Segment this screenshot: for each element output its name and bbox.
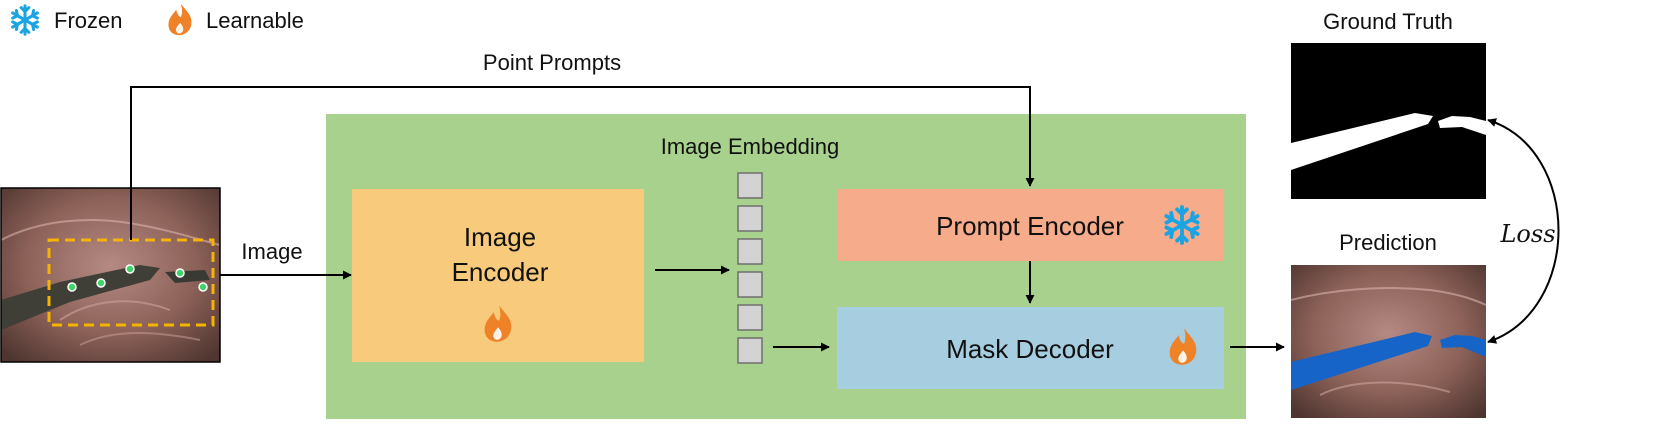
legend-learnable-label: Learnable	[206, 8, 304, 33]
image-encoder-block: Image Encoder	[352, 189, 644, 362]
prompt-encoder-block: Prompt Encoder	[837, 189, 1224, 261]
embedding-cell	[737, 238, 763, 265]
prediction-mask	[1291, 332, 1432, 390]
prediction-label: Prediction	[1339, 230, 1437, 255]
snowflake-icon	[11, 4, 39, 36]
point-prompts-label: Point Prompts	[483, 50, 621, 75]
surgical-tool	[1, 265, 160, 330]
legend-frozen-label: Frozen	[54, 8, 122, 33]
embedding-cell	[737, 205, 763, 232]
input-image	[0, 187, 221, 363]
mask-decoder-label: Mask Decoder	[946, 334, 1114, 364]
prediction-image	[1290, 265, 1487, 418]
ground-truth-mask	[1291, 43, 1486, 199]
image-encoder-label-line1: Image	[464, 222, 536, 252]
image-arrow-label: Image	[241, 239, 302, 264]
legend: Frozen Learnable	[11, 3, 304, 36]
loss-arrow	[1487, 118, 1560, 344]
flame-icon	[168, 3, 192, 36]
embedding-cell	[737, 304, 763, 331]
ground-truth-label: Ground Truth	[1323, 9, 1453, 34]
point-prompts-arrow	[130, 86, 1035, 240]
image-embedding-stack	[737, 172, 763, 364]
embedding-cell	[737, 172, 763, 199]
prompt-encoder-label: Prompt Encoder	[936, 211, 1124, 241]
image-encoder-label-line2: Encoder	[452, 257, 549, 287]
loss-label: Loss	[1499, 220, 1555, 248]
embedding-cell	[737, 271, 763, 298]
embedding-cell	[737, 337, 763, 364]
mask-decoder-block: Mask Decoder	[837, 307, 1224, 389]
image-embedding-label: Image Embedding	[661, 134, 840, 159]
